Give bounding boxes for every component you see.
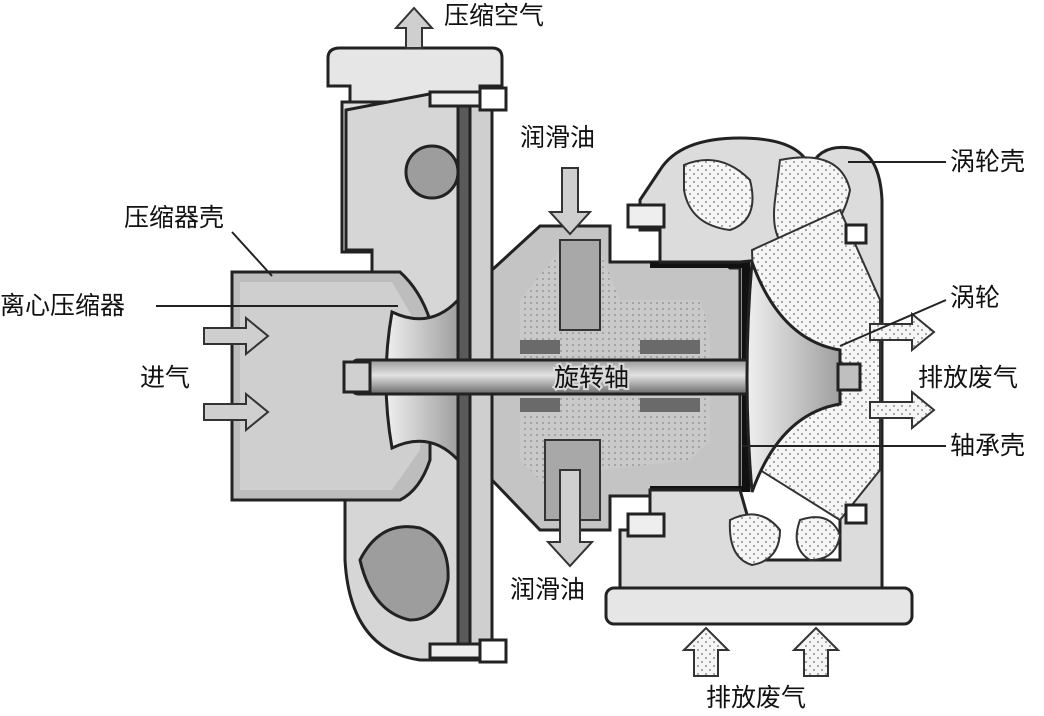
label-turbine: 涡轮 [950,283,1000,312]
label-bearing-housing: 轴承壳 [950,431,1025,460]
label-centrifugal-compressor: 离心压缩器 [0,291,125,320]
flow-arrow-icon [203,315,270,357]
label-intake: 进气 [140,363,190,392]
label-rotating-shaft: 旋转轴 [554,363,629,392]
dotted-arrow-icon [869,389,936,431]
rotating-shaft [342,358,774,396]
leader-turbine [839,299,947,347]
label-turbine-housing: 涡轮壳 [950,147,1025,176]
label-compressed-air: 压缩空气 [444,1,544,30]
leader-compressor-housing [231,231,273,277]
label-lube-oil-out: 润滑油 [510,575,585,604]
label-exhaust-out: 排放废气 [918,363,1018,392]
flow-arrow-icon [545,469,595,568]
turbine-wheel [745,261,842,493]
label-exhaust-in: 排放废气 [706,683,806,712]
dotted-arrow-icon [681,626,731,677]
label-compressor-housing: 压缩器壳 [124,203,224,232]
flow-arrow-icon [203,391,270,433]
dotted-arrow-icon [869,311,936,353]
flow-arrow-icon [393,6,435,49]
flow-arrow-icon [547,167,593,236]
dotted-arrow-icon [791,626,841,677]
label-lube-oil-in: 润滑油 [520,123,595,152]
compressor-housing [230,46,508,664]
